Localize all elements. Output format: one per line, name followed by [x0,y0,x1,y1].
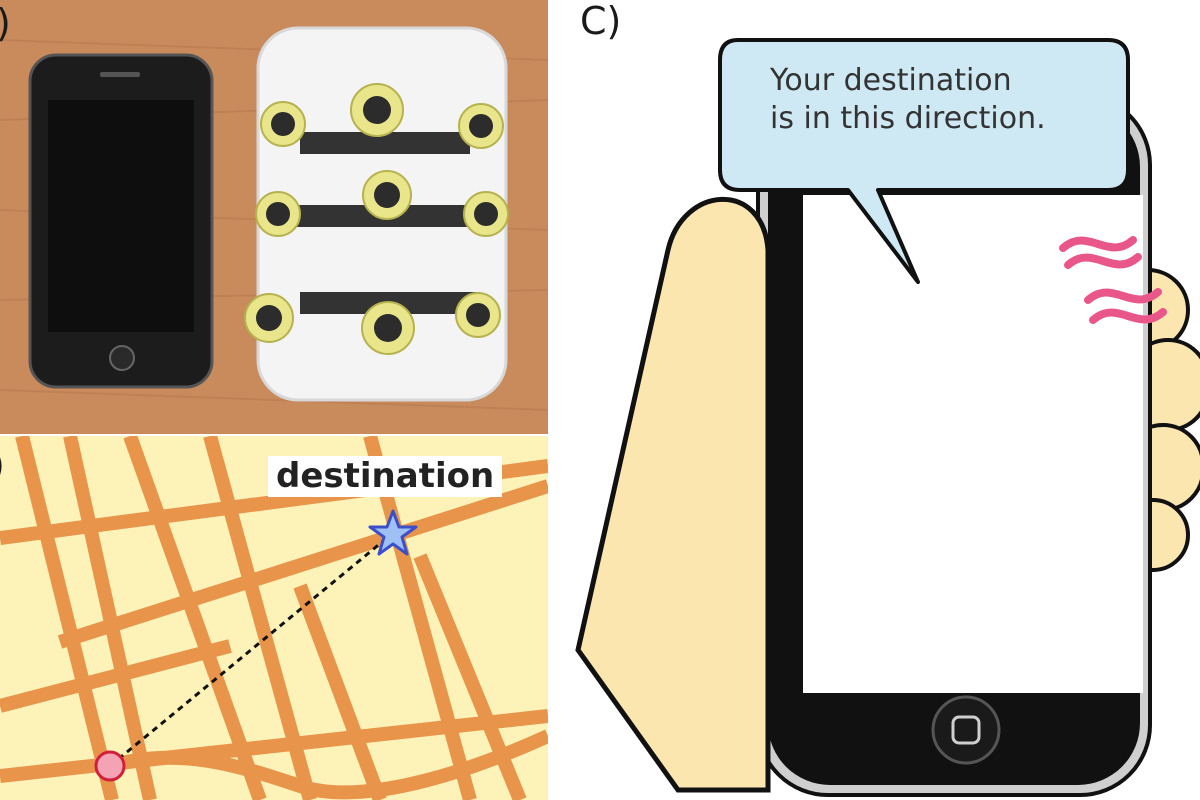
current-location-icon [94,750,126,782]
panel-label-c: C) [580,0,622,43]
panel-a-photo [0,0,548,434]
speech-bubble-text: Your destination is in this direction. [770,62,1070,138]
panel-label-a: ) [0,4,11,42]
hand-phone-illustration [575,38,1200,797]
destination-star-icon [368,509,418,556]
hand-thumb [575,196,771,793]
vibration-motor-prototype [244,26,509,402]
smartphone-photo [28,53,214,389]
panel-c-illustration [548,0,1200,800]
vibration-icon [1059,236,1167,324]
speech-bubble [718,38,1130,284]
destination-label: destination [268,456,503,498]
home-button-icon [931,695,1001,765]
speech-line-2: is in this direction. [770,101,1046,136]
speech-line-1: Your destination [770,63,1012,98]
smartphone-illustration [756,93,1152,797]
photo-illustration [0,26,548,411]
panel-label-b: ) [0,446,5,484]
